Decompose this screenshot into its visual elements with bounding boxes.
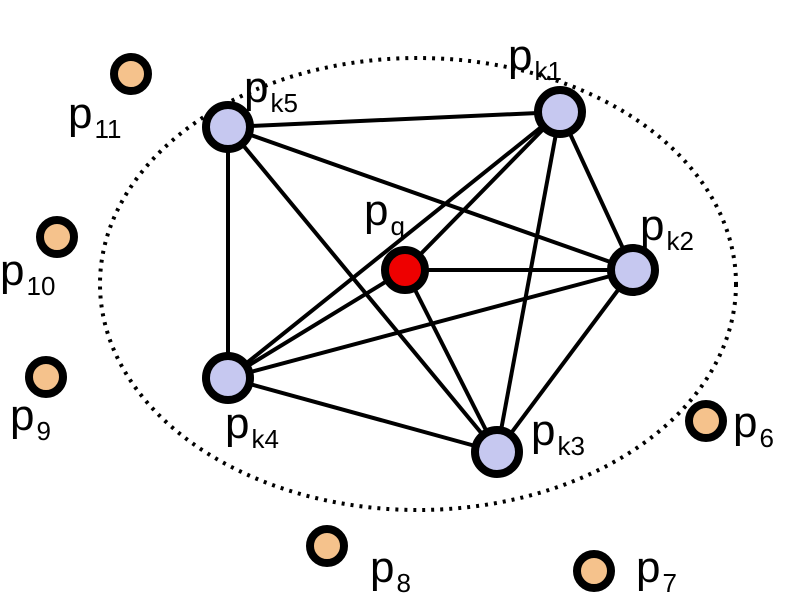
- point-label-6-sub: 6: [759, 423, 773, 453]
- point-label-7: p7: [636, 543, 677, 598]
- point-label-6: p6: [733, 398, 774, 453]
- point-node-9: [25, 356, 67, 398]
- point-label-9-main: p: [10, 391, 34, 440]
- query-label-sub: q: [390, 211, 404, 241]
- neighbor-label-k4-sub: k4: [251, 424, 278, 454]
- point-label-11-sub: 11: [94, 114, 121, 144]
- edge-k1-k3: [495, 111, 562, 453]
- point-node-6: [685, 400, 727, 442]
- edge-k3-k5: [226, 125, 499, 454]
- neighbor-label-k2-sub: k2: [666, 226, 693, 256]
- neighbor-node-k2: [607, 244, 659, 296]
- edge-k1-q: [403, 110, 562, 272]
- point-node-10: [36, 216, 78, 258]
- query-label-main: p: [364, 186, 388, 235]
- neighbor-label-k5: pk5: [244, 63, 298, 118]
- edge-k4-q: [226, 268, 407, 380]
- point-label-8-main: p: [370, 543, 394, 592]
- neighbor-label-k1-sub: k1: [534, 56, 561, 86]
- neighbor-label-k5-sub: k5: [270, 88, 297, 118]
- query-label: pq: [364, 186, 405, 241]
- edge-k2-k3: [495, 268, 635, 454]
- point-node-7: [573, 550, 615, 592]
- neighbor-node-k1: [534, 86, 586, 138]
- query-node: [381, 246, 429, 294]
- point-label-10-main: p: [0, 246, 24, 295]
- point-node-11: [110, 53, 152, 95]
- neighbor-node-k4: [202, 352, 254, 404]
- point-label-6-main: p: [733, 398, 757, 447]
- point-label-8-sub: 8: [396, 568, 410, 598]
- neighbor-label-k1-main: p: [508, 31, 532, 80]
- neighbor-node-k3: [471, 426, 523, 478]
- edge-group: [226, 110, 635, 454]
- neighbor-node-k5: [202, 101, 254, 153]
- neighbor-label-k4: pk4: [225, 399, 279, 454]
- edge-k1-k2: [558, 111, 635, 271]
- edge-k3-q: [403, 269, 499, 453]
- edge-k1-k5: [227, 110, 561, 129]
- point-label-11-main: p: [68, 89, 92, 138]
- point-label-10-sub: 10: [26, 271, 55, 301]
- point-label-7-main: p: [636, 543, 660, 592]
- edge-k2-k5: [227, 125, 634, 272]
- edge-k3-k4: [227, 376, 498, 454]
- point-label-9-sub: 9: [36, 416, 50, 446]
- point-label-8: p8: [370, 543, 411, 598]
- point-node-8: [306, 525, 348, 567]
- point-label-7-sub: 7: [662, 568, 676, 598]
- neighbor-label-k2: pk2: [640, 201, 694, 256]
- search-radius-circle: [98, 56, 738, 512]
- neighbor-label-k3: pk3: [531, 406, 585, 461]
- point-label-11: p11: [68, 89, 121, 144]
- neighbor-label-k3-sub: k3: [557, 431, 584, 461]
- point-label-10: p10: [0, 246, 55, 301]
- neighbor-label-k3-main: p: [531, 406, 555, 455]
- neighbor-label-k2-main: p: [640, 201, 664, 250]
- neighbor-label-k5-main: p: [244, 63, 268, 112]
- neighbor-label-k4-main: p: [225, 399, 249, 448]
- point-label-9: p9: [10, 391, 51, 446]
- edge-k1-k4: [226, 110, 562, 380]
- neighbor-label-k1: pk1: [508, 31, 562, 86]
